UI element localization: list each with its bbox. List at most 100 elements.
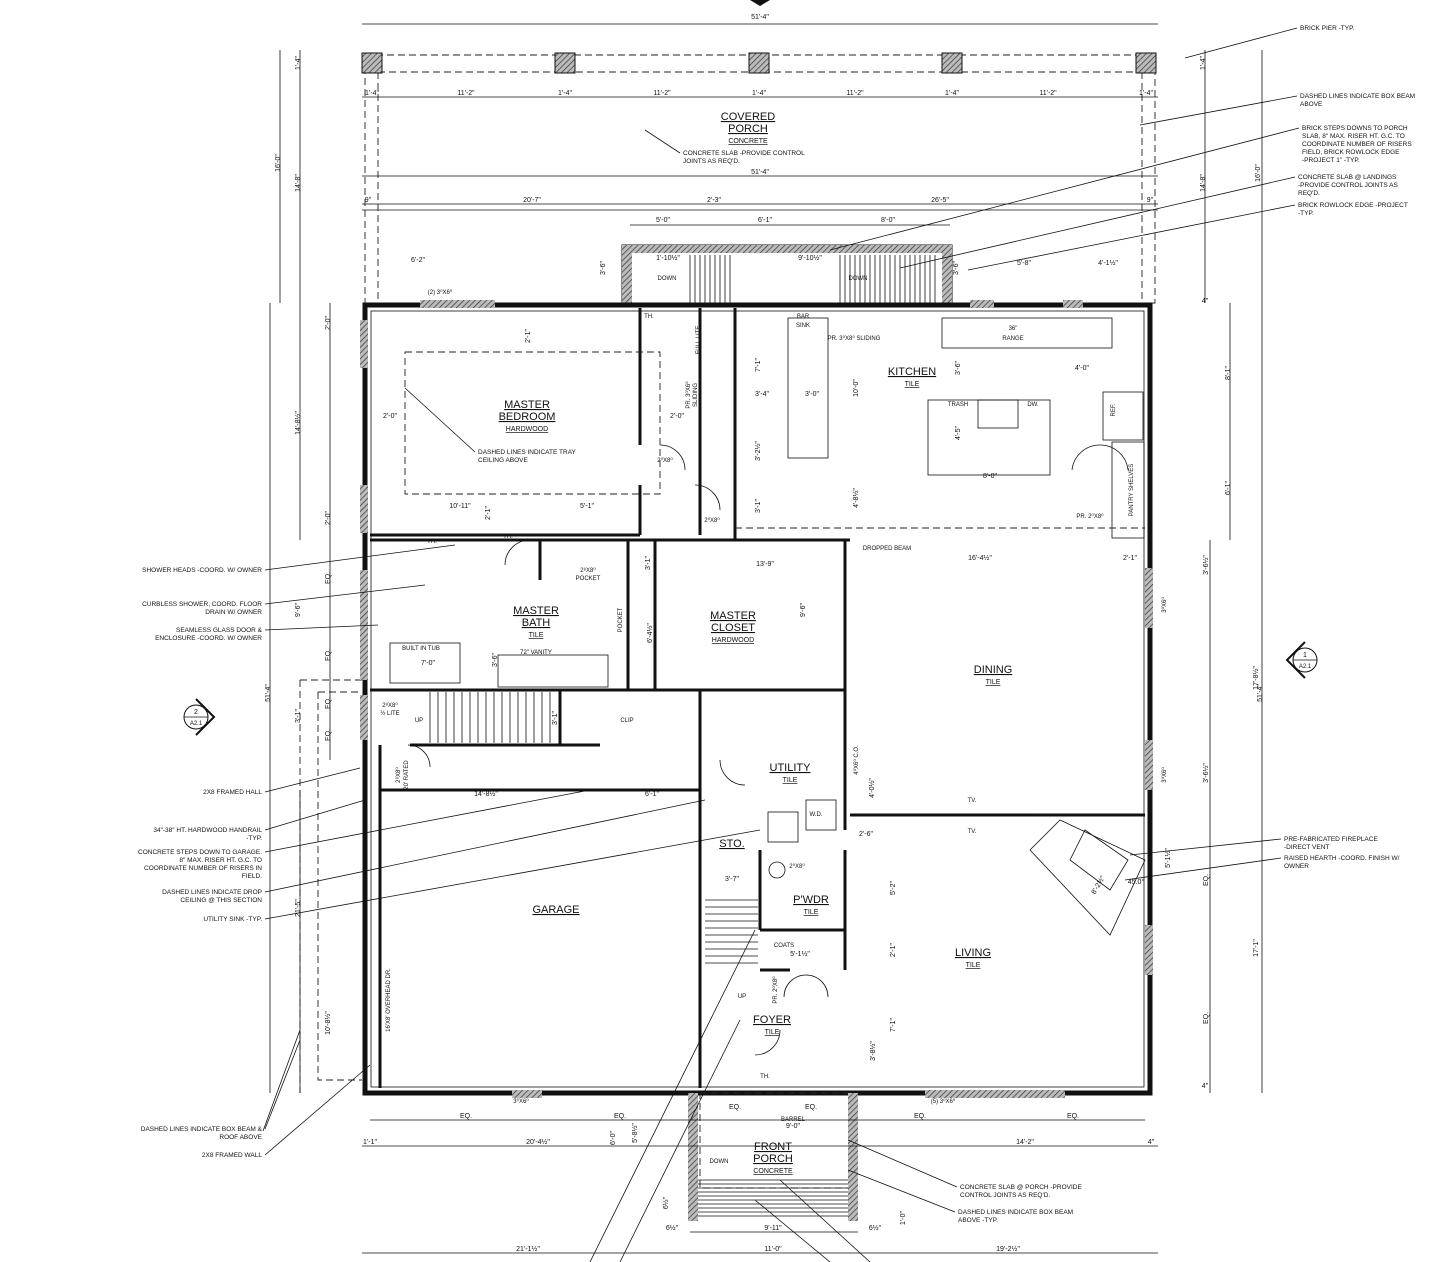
dimension-label: 3'-1" — [295, 709, 302, 723]
room-name: COVERED — [721, 111, 775, 123]
plan-label: PR. 2⁰x8⁰ — [1076, 513, 1104, 520]
brick-rowlock-edge — [942, 245, 952, 303]
dimension-label: EQ. — [729, 1104, 741, 1111]
dimension-label: 14'-8½" — [474, 790, 498, 798]
annotation-note: DASHED LINES INDICATE DROP — [162, 889, 262, 896]
annotation-note: BRICK PIER -TYP. — [1300, 25, 1355, 32]
room-name: FRONT — [754, 1141, 792, 1153]
plan-label: (2) 3⁰x6⁰ — [428, 289, 453, 296]
room-name: LIVING — [955, 947, 991, 959]
leader-line — [404, 387, 476, 453]
annotation-note: BRICK STEPS DOWNS TO PORCH — [1302, 125, 1408, 132]
annotation-note: -TYP. — [1298, 210, 1314, 217]
dimension-label: 6'-2" — [411, 257, 425, 264]
dimension-label: 14'-8" — [295, 174, 302, 192]
plan-label: DROPPED BEAM — [863, 546, 911, 552]
annotation-note: CONCRETE SLAB -PROVIDE CONTROL — [683, 150, 805, 157]
plan-label: (5) 3⁰x6⁰ — [931, 1098, 956, 1105]
dimension-label: 5'-1½" — [1164, 848, 1172, 868]
leader-line — [264, 624, 379, 631]
dimension-label: EQ. — [1067, 1113, 1079, 1120]
room-name: P'WDR — [793, 894, 829, 906]
plan-label: REF. — [1111, 403, 1117, 416]
dimension-label: 4'-0½" — [868, 778, 876, 798]
dimension-label: 4'-0" — [1075, 365, 1089, 372]
dimension-label: 2'-1" — [1123, 555, 1137, 562]
dimension-label: EQ. — [325, 697, 332, 709]
plan-label: 2⁰x8⁰ — [704, 517, 720, 524]
room-name: PORCH — [728, 123, 768, 135]
dimension-label: EQ. — [614, 1113, 626, 1120]
plan-label: BAR — [797, 314, 810, 320]
dimension-label: 10'-8½" — [324, 1011, 332, 1035]
annotation-note: UTILITY SINK -TYP. — [203, 916, 262, 923]
annotation-note: JOINTS AS REQ'D. — [683, 158, 740, 165]
dimension-label: EQ. — [325, 649, 332, 661]
section-marker-1[interactable]: 1 A2.1 — [1285, 641, 1318, 679]
annotation-note: 8" MAX. RISER HT. G.C. TO — [179, 857, 262, 864]
leader-line — [264, 799, 366, 831]
section-marker-2[interactable]: 2 A2.1 — [183, 698, 216, 736]
dimension-label: 14'-2" — [1016, 1139, 1034, 1146]
plan-label: 36" — [1009, 326, 1018, 332]
annotation-note: ENCLOSURE -COORD. W/ OWNER — [155, 635, 262, 642]
room-finish: TILE — [783, 777, 798, 784]
exterior-walls — [362, 302, 1153, 1096]
dimension-label: 9" — [1147, 197, 1154, 204]
dimension-label: 16'-0" — [275, 154, 282, 172]
dimension-label: 9'-0" — [786, 1123, 800, 1130]
dimension-lines — [269, 23, 1263, 1254]
room-name: MASTER — [504, 399, 550, 411]
dimension-label: 6½" — [666, 1224, 679, 1232]
dimension-label: 2'-1" — [890, 943, 897, 957]
dimension-label: 5'-8½" — [631, 1123, 639, 1143]
dimension-label: 3'-1" — [645, 556, 652, 570]
room-finish: HARDWOOD — [506, 426, 548, 433]
annotation-note: REQ'D. — [1298, 190, 1320, 197]
dimension-label: 1'-10½" — [656, 254, 680, 262]
dimension-label: 4'-8½" — [852, 488, 860, 508]
plan-label: 4⁰x6⁰ C.O. — [853, 745, 860, 775]
dimension-label: 8'-0" — [881, 217, 895, 224]
leader-line — [264, 1064, 371, 1156]
dimension-label: EQ. — [914, 1113, 926, 1120]
dimension-label: 20'-4½" — [526, 1138, 550, 1146]
dimension-label: 6'-1" — [758, 217, 772, 224]
plan-label: UP — [738, 994, 746, 1000]
annotation-note: 2X8 FRAMED WALL — [202, 1152, 262, 1159]
dimension-label: 4" — [1202, 1083, 1209, 1090]
room-name: PORCH — [753, 1153, 793, 1165]
plan-label: PR. 2⁰x8⁰ — [772, 976, 779, 1004]
leader-line — [264, 829, 761, 920]
dimension-label: 1'-4" — [945, 90, 959, 97]
room-name: DINING — [974, 664, 1013, 676]
dimension-label: 13'-9" — [756, 561, 774, 568]
annotation-note: SHOWER HEADS -COORD. W/ OWNER — [142, 567, 262, 574]
dimension-label: 51'-4" — [265, 684, 272, 702]
plan-label: 2⁸x8⁰ — [395, 767, 402, 783]
plan-label: CLIP — [620, 718, 633, 724]
dimension-label: 5'-2" — [890, 881, 897, 895]
dimension-label: EQ. — [325, 572, 332, 584]
brick-pier — [748, 52, 770, 74]
brick-rowlock-edge — [848, 1093, 858, 1221]
plan-label: ½ LITE — [380, 710, 399, 717]
room-finish: TILE — [966, 962, 981, 969]
dimension-label: 1'-4" — [1200, 56, 1207, 70]
room-name: UTILITY — [770, 762, 812, 774]
annotation-note: DASHED LINES INDICATE TRAY — [478, 449, 577, 456]
annotation-note: OWNER — [1284, 863, 1309, 870]
room-name: GARAGE — [532, 904, 579, 916]
annotation-note: -DIRECT VENT — [1284, 844, 1329, 851]
dimension-label: 9'-11" — [764, 1225, 782, 1232]
dimension-label: 4" — [1148, 1139, 1155, 1146]
north-marker — [750, 0, 770, 6]
dimension-label: 1'-1" — [363, 1139, 377, 1146]
annotation-note: FIELD, BRICK ROWLOCK EDGE — [1302, 149, 1400, 156]
brick-rowlock-edge — [688, 1093, 698, 1221]
dimension-label: 4'-1½" — [1098, 259, 1118, 267]
dimension-label: 3'-1" — [552, 711, 559, 725]
brick-rowlock-edge — [622, 245, 632, 303]
dimension-label: 6'-1" — [1225, 481, 1232, 495]
dimension-label: EQ. — [1203, 874, 1210, 886]
